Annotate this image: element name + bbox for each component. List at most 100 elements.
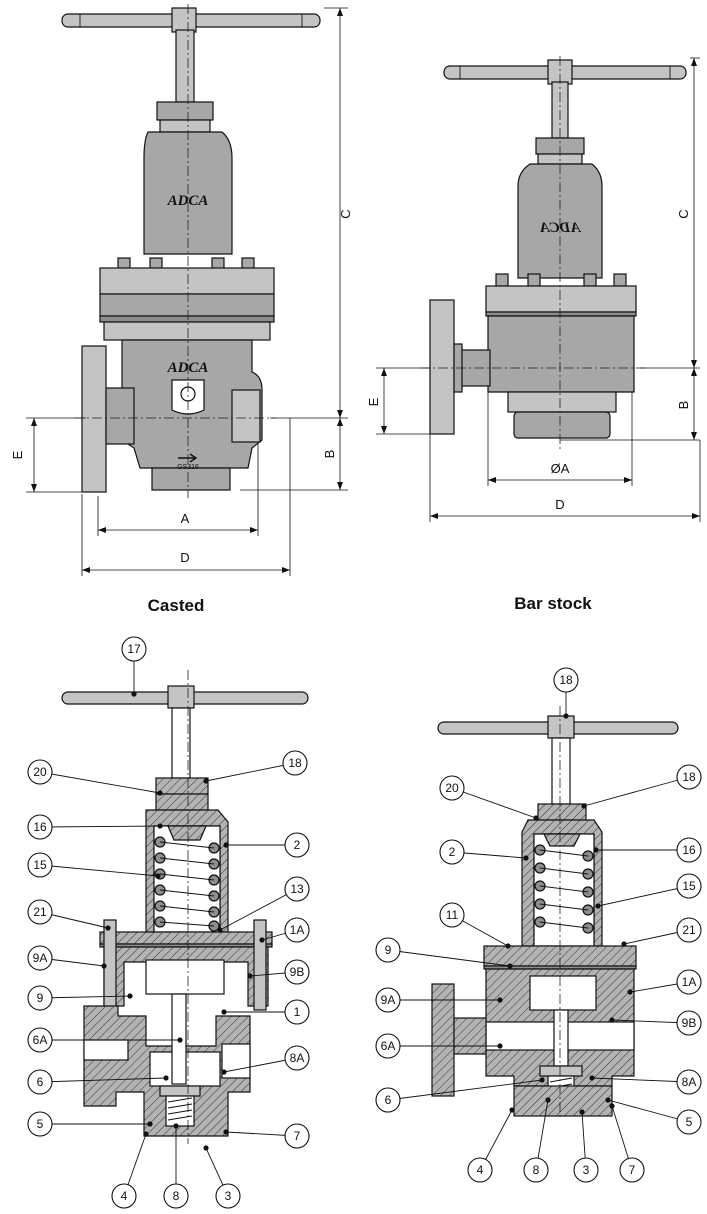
- title-casted: Casted: [148, 596, 205, 615]
- bar-bubble-4: [676, 837, 702, 863]
- bar-stock-exterior-view: ADCA C B E ØA: [366, 56, 701, 522]
- bar-bubble-14: [375, 1087, 401, 1113]
- casted-leader-14: [39, 1077, 167, 1083]
- inlet-flange: [429, 299, 455, 435]
- bar-part-number-7: 21: [682, 923, 696, 937]
- bar-leader-15: [607, 1099, 690, 1123]
- casted-leader-dot-7: [105, 925, 111, 931]
- casted-leader-dot-12: [177, 1037, 183, 1043]
- casted-bubble-13: [284, 999, 310, 1025]
- casted-leader-5: [39, 864, 159, 877]
- casted-leader-dot-17: [223, 1129, 229, 1135]
- dim-b-label: B: [322, 450, 337, 459]
- casted-part-number-7: 21: [33, 905, 47, 919]
- casted-exterior-view: ADCA ADCA GS316 C: [10, 4, 353, 576]
- bar-bubble-7: [676, 917, 702, 943]
- casted-leader-1: [39, 771, 161, 794]
- bar-leader-8: [387, 949, 511, 967]
- casted-leader-6: [219, 888, 298, 931]
- title-bar-stock: Bar stock: [514, 594, 592, 613]
- dim-a-label: ØA: [551, 461, 570, 476]
- bonnet-logo: ADCA: [540, 220, 582, 236]
- bar-stock-body: [487, 315, 635, 393]
- bar-leader-2: [583, 776, 690, 807]
- bar-leader-1: [451, 787, 537, 819]
- bar-part-number-0: 18: [559, 673, 573, 687]
- casted-part-number-16: 5: [37, 1117, 44, 1131]
- dim-c-label: C: [338, 209, 353, 218]
- bar-leader-dot-15: [605, 1097, 611, 1103]
- casted-leader-dot-20: [203, 1145, 209, 1151]
- bar-bubble-12: [375, 1033, 401, 1059]
- casted-leader-10: [39, 995, 131, 999]
- bar-part-number-16: 4: [477, 1163, 484, 1177]
- bar-part-number-5: 15: [682, 879, 696, 893]
- bar-leader-dot-1: [533, 815, 539, 821]
- casted-part-number-8: 1A: [290, 923, 305, 937]
- casted-bubble-15: [284, 1045, 310, 1071]
- bar-leader-dot-6: [505, 943, 511, 949]
- bar-part-number-6: 11: [446, 908, 459, 922]
- bottom-plug: [513, 411, 611, 439]
- t-handle-hub: [171, 7, 197, 33]
- casted-bubble-1: [27, 759, 53, 785]
- casted-part-number-2: 18: [288, 756, 302, 770]
- casted-bubble-5: [27, 852, 53, 878]
- casted-leader-dot-1: [157, 790, 163, 796]
- bar-bubble-8: [375, 937, 401, 963]
- dim-d-label: D: [180, 550, 189, 565]
- casted-bubble-8: [284, 917, 310, 943]
- bar-part-number-13: 8A: [682, 1075, 697, 1089]
- bar-part-number-18: 3: [583, 1163, 590, 1177]
- casted-bubble-16: [27, 1111, 53, 1137]
- bar-leader-dot-9: [627, 989, 633, 995]
- bar-leader-dot-17: [545, 1097, 551, 1103]
- bar-bubble-9: [676, 969, 702, 995]
- outlet-socket: [231, 389, 261, 443]
- bar-bubble-11: [676, 1010, 702, 1036]
- casted-leader-dot-15: [221, 1069, 227, 1075]
- casted-bubble-19: [163, 1183, 189, 1209]
- bar-leader-dot-11: [609, 1017, 615, 1023]
- casted-part-number-13: 1: [294, 1005, 301, 1019]
- casted-section-view: [61, 670, 309, 1144]
- bar-bubble-3: [439, 839, 465, 865]
- casted-part-number-12: 6A: [33, 1033, 48, 1047]
- dim-a-label: A: [181, 511, 190, 526]
- bar-part-number-11: 9B: [682, 1016, 697, 1030]
- bar-leader-dot-10: [497, 997, 503, 1003]
- bar-leader-13: [591, 1077, 690, 1083]
- bar-bubble-13: [676, 1069, 702, 1095]
- casted-leader-dot-11: [247, 973, 253, 979]
- casted-part-number-17: 7: [294, 1129, 301, 1143]
- bar-leader-dot-5: [595, 903, 601, 909]
- casted-leader-dot-5: [155, 873, 161, 879]
- casted-part-number-0: 17: [127, 642, 141, 656]
- casted-leader-dot-9: [101, 963, 107, 969]
- casted-bubble-6: [284, 876, 310, 902]
- dim-b-label: B: [676, 401, 691, 410]
- casted-bubble-0: [121, 636, 147, 662]
- bar-part-number-8: 9: [385, 943, 392, 957]
- dim-e-label: E: [366, 397, 381, 406]
- casted-leader-dot-0: [131, 691, 137, 697]
- bar-part-number-17: 8: [533, 1163, 540, 1177]
- bar-part-number-4: 16: [682, 843, 696, 857]
- casted-leader-dot-10: [127, 993, 133, 999]
- bar-bubble-10: [375, 987, 401, 1013]
- bottom-plug: [151, 467, 231, 491]
- bar-leader-dot-3: [523, 855, 529, 861]
- bar-part-number-9: 1A: [682, 975, 697, 989]
- bar-part-number-12: 6A: [381, 1039, 396, 1053]
- bar-part-number-1: 20: [445, 781, 459, 795]
- bar-part-number-2: 18: [682, 770, 696, 784]
- bar-bubble-2: [676, 764, 702, 790]
- casted-bubble-7: [27, 899, 53, 925]
- bar-bubble-1: [439, 775, 465, 801]
- casted-part-number-3: 16: [33, 820, 47, 834]
- casted-leader-dot-16: [147, 1121, 153, 1127]
